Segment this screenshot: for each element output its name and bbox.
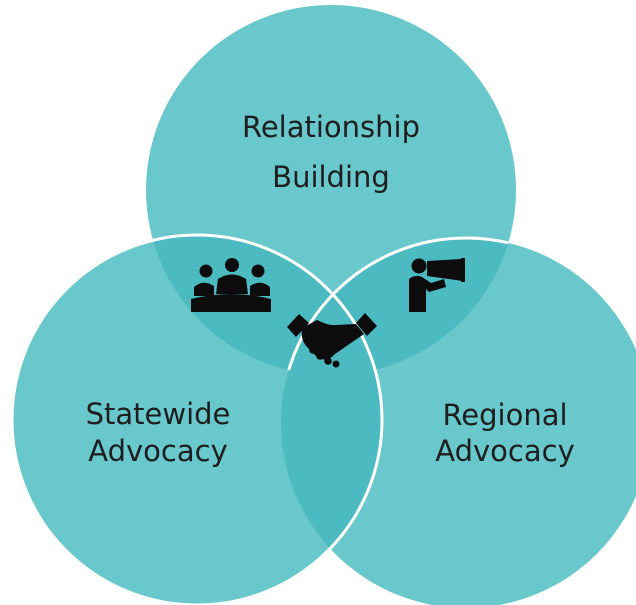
label-relationship-line1: Relationship (242, 110, 420, 144)
meeting-group-icon (191, 258, 271, 312)
label-regional-line2: Advocacy (435, 434, 574, 468)
outline-statewide (10, 233, 384, 605)
label-statewide-line1: Statewide (86, 397, 231, 431)
label-regional-line1: Regional (442, 398, 567, 432)
megaphone-person-icon (409, 258, 465, 312)
handshake-icon (287, 313, 377, 368)
overlap-top-right (281, 238, 516, 375)
label-statewide-line2: Advocacy (88, 434, 227, 468)
label-relationship-line2: Building (272, 160, 390, 194)
outline-regional-in-top (279, 236, 516, 375)
